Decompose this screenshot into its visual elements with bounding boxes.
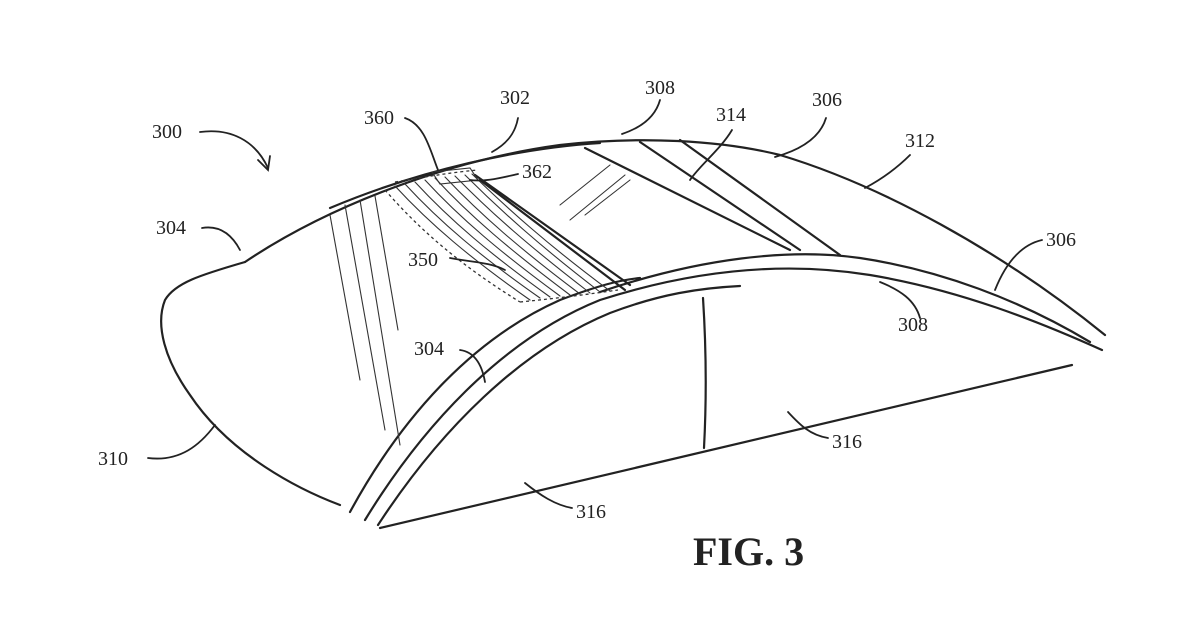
leader-350 xyxy=(449,257,506,271)
panel-350-right-edge xyxy=(473,173,632,287)
panel-350-hatching xyxy=(394,173,611,301)
strip-314-left xyxy=(638,140,802,252)
leader-310 xyxy=(147,424,216,460)
ref-306-upper: 306 xyxy=(812,89,842,111)
ref-316-right: 316 xyxy=(832,431,862,453)
ref-306-right: 306 xyxy=(1046,229,1076,251)
ref-300: 300 xyxy=(152,121,182,143)
roof-assembly-drawing xyxy=(160,138,1107,530)
leader-316b xyxy=(524,482,573,509)
leader-lines xyxy=(147,99,1043,509)
leader-302 xyxy=(491,117,519,153)
side-rail-upper xyxy=(598,253,1092,344)
ref-310: 310 xyxy=(98,448,128,470)
ref-312: 312 xyxy=(905,130,935,152)
reference-numerals: 300 302 304 304 306 306 308 308 310 312 … xyxy=(98,77,1076,523)
door-divider xyxy=(701,296,707,450)
leader-300-arrowhead xyxy=(257,155,271,172)
leader-304b xyxy=(459,349,486,383)
leader-308b xyxy=(879,281,921,319)
ref-304-upper: 304 xyxy=(156,217,186,239)
glass-panel-edge-left xyxy=(478,178,627,292)
ref-308-upper: 308 xyxy=(645,77,675,99)
ref-308-right: 308 xyxy=(898,314,928,336)
ref-304-lower: 304 xyxy=(414,338,444,360)
front-pillar-arch-inner xyxy=(376,284,742,527)
windshield-front-edge xyxy=(160,260,342,507)
panel-350-dashed-left xyxy=(384,189,521,303)
ref-314: 314 xyxy=(716,104,746,126)
roof-inner-rail xyxy=(328,141,602,210)
leader-362 xyxy=(469,173,519,182)
front-pillar-arch xyxy=(348,276,642,514)
figure-caption: FIG. 3 xyxy=(693,529,804,574)
leader-308a xyxy=(621,99,661,135)
glass-reflection-lines xyxy=(559,164,631,221)
leader-312 xyxy=(864,154,911,189)
ref-360: 360 xyxy=(364,107,394,129)
leader-314 xyxy=(689,129,733,181)
side-rail-lower xyxy=(363,267,1104,522)
strip-314-right xyxy=(678,138,842,257)
leader-360 xyxy=(404,117,439,171)
ref-350: 350 xyxy=(408,249,438,271)
roof-outer-edge xyxy=(243,139,1107,337)
leader-300 xyxy=(199,130,269,169)
windshield-reflection-lines xyxy=(329,195,401,446)
leader-304a xyxy=(201,226,241,251)
leader-306b xyxy=(994,239,1043,291)
ref-316-bottom: 316 xyxy=(576,501,606,523)
bottom-edge-316 xyxy=(378,363,1074,530)
ref-302: 302 xyxy=(500,87,530,109)
leader-306a xyxy=(774,117,827,158)
leader-316a xyxy=(787,411,829,439)
ref-362: 362 xyxy=(522,161,552,183)
glass-panel-edge-right xyxy=(583,146,792,252)
